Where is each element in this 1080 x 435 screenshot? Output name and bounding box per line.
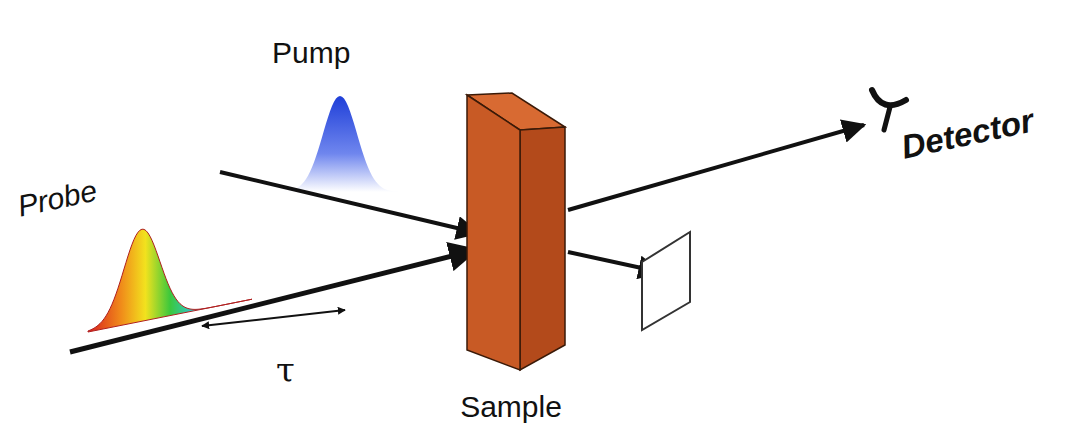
- detector-dish: [872, 90, 906, 105]
- beam-block: [642, 232, 690, 330]
- sample-slab: Sample: [455, 88, 567, 423]
- sample-slab-shape: [455, 88, 567, 423]
- pump-label: Pump: [272, 36, 350, 69]
- probe-label: Probe: [15, 174, 100, 223]
- node-label: Detector: [898, 96, 1067, 166]
- pump-beam: [220, 172, 478, 233]
- delay-label: τ: [276, 352, 295, 389]
- slab-front: [467, 95, 520, 370]
- beam-arrow: [568, 125, 864, 210]
- pump-pulse: [282, 96, 402, 192]
- detector: Detector: [860, 80, 1072, 180]
- detector-stem: [884, 107, 890, 130]
- probe-pulse: [88, 229, 252, 332]
- node-label: Sample: [440, 390, 582, 423]
- slab-side: [520, 127, 565, 370]
- delay-arrow: [202, 310, 345, 326]
- probe-beam: [70, 250, 476, 352]
